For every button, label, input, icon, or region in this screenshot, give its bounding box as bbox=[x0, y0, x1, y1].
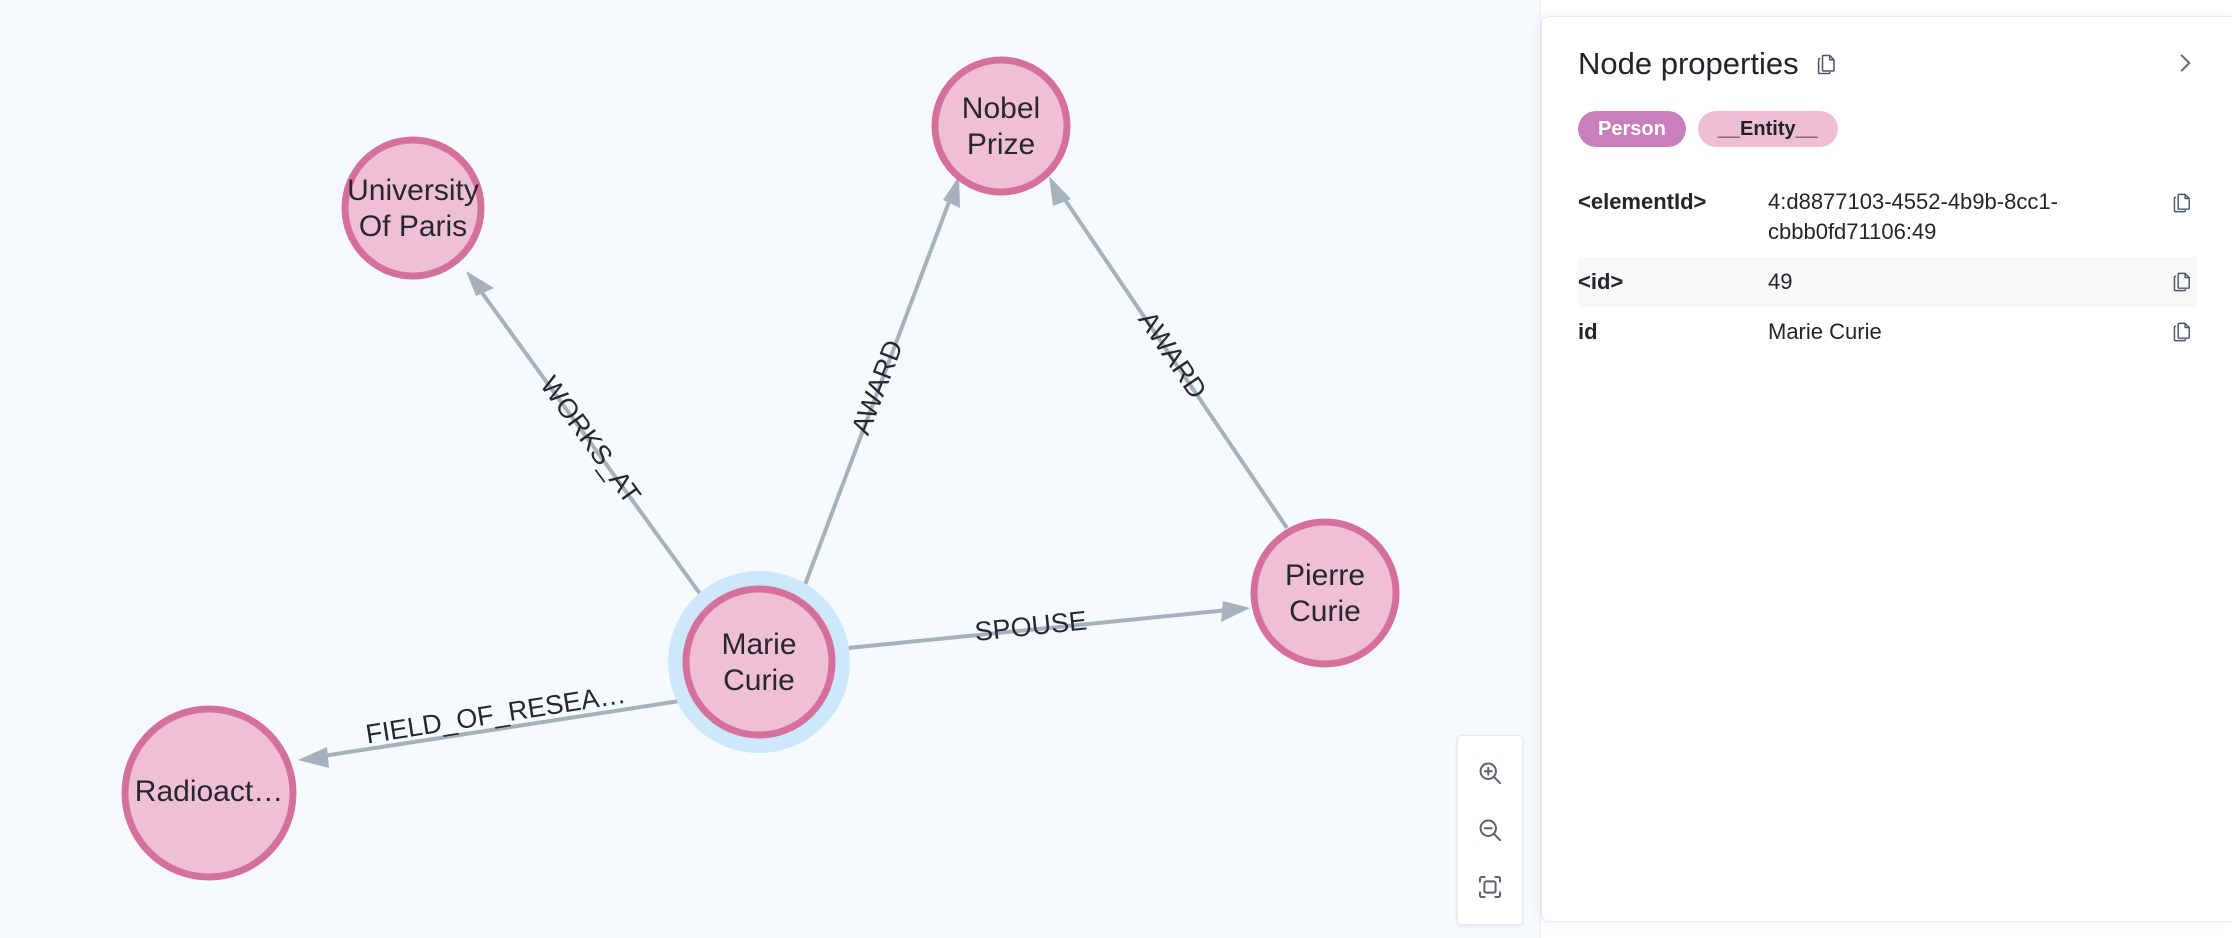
fit-to-screen-button[interactable] bbox=[1467, 864, 1513, 910]
zoom-out-icon bbox=[1479, 819, 1502, 842]
chevron-right-icon bbox=[2180, 54, 2191, 72]
zoom-in-icon bbox=[1479, 762, 1502, 784]
edge-award-marie[interactable]: AWARD bbox=[801, 176, 960, 591]
node-nobel-prize[interactable]: Nobel Prize bbox=[931, 56, 1071, 196]
graph-canvas[interactable]: WORKS_AT AWARD AWARD SPOUSE FIELD_OF bbox=[0, 0, 1540, 938]
copy-all-properties-icon[interactable] bbox=[1812, 49, 1842, 79]
node-university-of-paris[interactable]: University Of Paris bbox=[341, 136, 485, 280]
copy-icon[interactable] bbox=[2167, 187, 2197, 217]
property-copy-cell bbox=[2151, 177, 2197, 257]
property-key: id bbox=[1578, 318, 1598, 344]
property-value: Marie Curie bbox=[1768, 318, 1882, 344]
edge-field-of-research[interactable]: FIELD_OF_RESEA… bbox=[298, 679, 687, 768]
property-value: 4:d8877103-4552-4b9b-8cc1-cbbb0fd71106:4… bbox=[1768, 189, 2058, 244]
node-radioactivity[interactable]: Radioact… bbox=[121, 705, 297, 881]
zoom-in-button[interactable] bbox=[1467, 750, 1513, 796]
panel-title-row: Node properties bbox=[1578, 46, 1842, 81]
table-row: <elementId> 4:d8877103-4552-4b9b-8cc1-cb… bbox=[1578, 177, 2197, 257]
property-key: <id> bbox=[1578, 268, 1624, 294]
zoom-out-button[interactable] bbox=[1467, 807, 1513, 853]
fit-to-screen-icon bbox=[1478, 876, 1502, 899]
node-pierre-curie[interactable]: Pierre Curie bbox=[1250, 518, 1400, 668]
page-title: Node properties bbox=[1578, 46, 1799, 81]
node-marie-curie[interactable]: Marie Curie bbox=[668, 571, 850, 753]
graph-svg[interactable]: WORKS_AT AWARD AWARD SPOUSE FIELD_OF bbox=[0, 0, 1540, 938]
node-label-chips: Person __Entity__ bbox=[1578, 111, 2197, 147]
property-key: <elementId> bbox=[1578, 189, 1707, 214]
node-properties-panel: Node properties Person bbox=[1540, 0, 2232, 938]
panel-card: Node properties Person bbox=[1541, 16, 2232, 922]
table-row: <id> 49 bbox=[1578, 256, 2197, 307]
table-row: id Marie Curie bbox=[1578, 307, 2197, 357]
node-label-chip-person[interactable]: Person bbox=[1578, 111, 1686, 147]
copy-icon[interactable] bbox=[2167, 317, 2197, 347]
copy-icon[interactable] bbox=[2167, 267, 2197, 297]
property-copy-cell bbox=[2151, 307, 2197, 357]
edge-spouse[interactable]: SPOUSE bbox=[837, 601, 1250, 651]
zoom-controls bbox=[1457, 735, 1523, 925]
edge-works-at[interactable]: WORKS_AT bbox=[466, 271, 708, 604]
collapse-panel-button[interactable] bbox=[2165, 43, 2205, 83]
property-copy-cell bbox=[2151, 257, 2197, 307]
node-label-chip-entity[interactable]: __Entity__ bbox=[1697, 111, 1838, 147]
node-properties-table: <elementId> 4:d8877103-4552-4b9b-8cc1-cb… bbox=[1578, 177, 2197, 357]
property-value: 49 bbox=[1768, 268, 1793, 294]
panel-header: Node properties bbox=[1578, 46, 2197, 83]
edge-award-pierre[interactable]: AWARD bbox=[1049, 176, 1289, 530]
